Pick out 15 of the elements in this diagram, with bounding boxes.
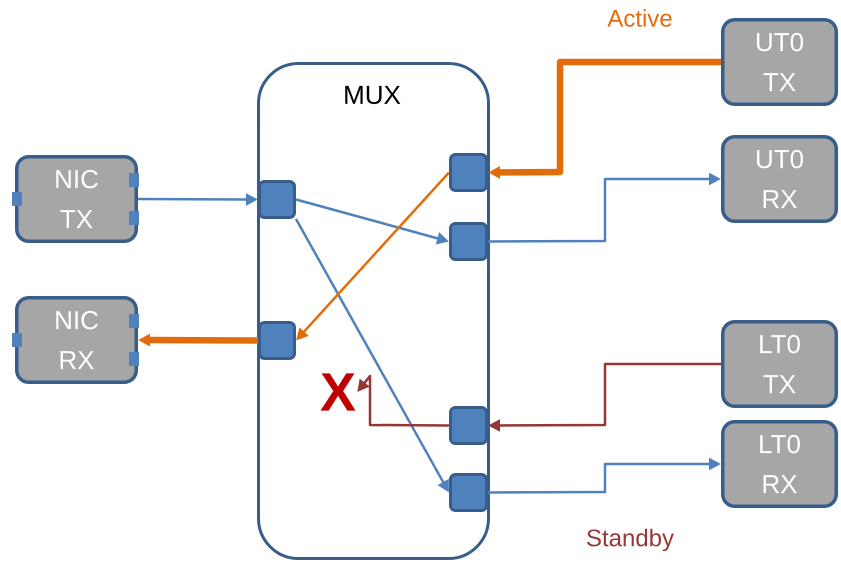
state-label: Active (607, 9, 672, 27)
device-box: NIC RX (15, 296, 138, 384)
port-square (449, 406, 488, 445)
device-box: UT0 TX (721, 18, 838, 106)
port-square (449, 222, 488, 261)
device-box: LT0 RX (721, 420, 838, 508)
port-square (258, 180, 296, 219)
port-square (449, 153, 488, 192)
device-box: LT0 TX (721, 320, 838, 408)
state-label: Standby (587, 528, 674, 552)
device-box: UT0 RX (721, 135, 838, 223)
cross-mark: X (320, 373, 356, 411)
device-box: NIC TX (15, 155, 138, 243)
port-square (449, 473, 488, 512)
port-square (258, 321, 296, 360)
